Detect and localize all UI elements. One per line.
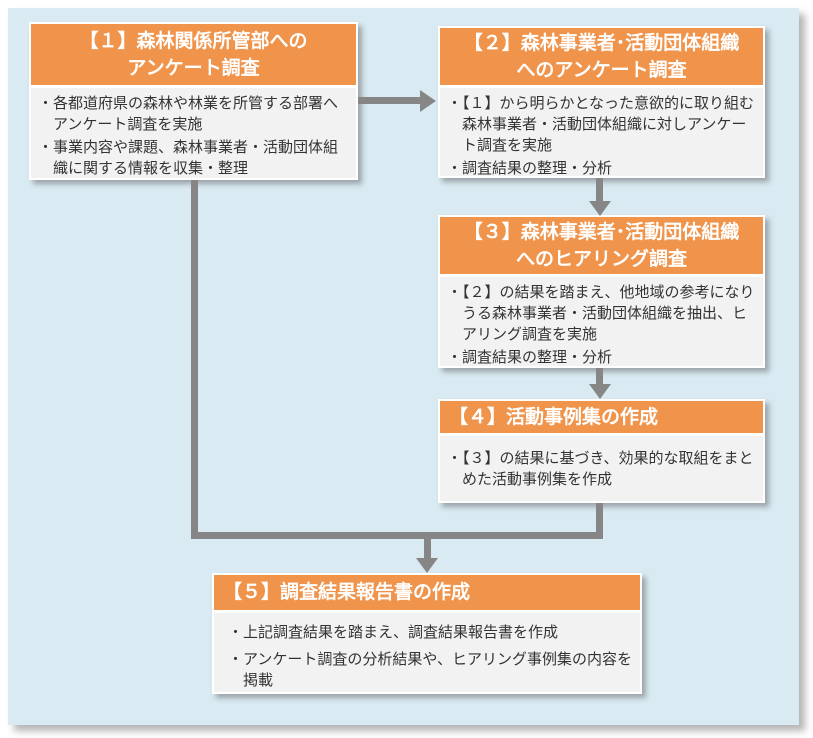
connector-merge-horizontal-line — [191, 532, 603, 539]
step-5-header: 【５】調査結果報告書の作成 — [214, 575, 640, 613]
step-2-header: 【２】森林事業者･活動団体組織 へのアンケート調査 — [440, 28, 763, 88]
step-4-title-line-1: 【４】活動事例集の作成 — [449, 406, 659, 428]
step-2-title-line-2: へのアンケート調査 — [516, 59, 687, 81]
step-3-bullet-2: ・調査結果の整理・分析 — [447, 349, 613, 366]
step-1-title-line-2: アンケート調査 — [127, 57, 260, 79]
step-4-box: 【４】活動事例集の作成 ・【３】の結果に基づき、効果的な取組をまとめた活動事例集… — [438, 399, 765, 503]
step-5-bullet-1: ・上記調査結果を踏まえ、調査結果報告書を作成 — [228, 624, 559, 641]
step-1-header: 【１】森林関係所管部への アンケート調査 — [31, 24, 356, 88]
step-4-body: ・【３】の結果に基づき、効果的な取組をまとめた活動事例集を作成 — [440, 436, 763, 501]
arrow-step3-to-step4-head-icon — [589, 384, 611, 399]
step-2-box: 【２】森林事業者･活動団体組織 へのアンケート調査 ・【１】から明らかとなった意… — [438, 26, 765, 178]
arrow-merge-to-step5-head-icon — [416, 558, 438, 573]
step-4-header: 【４】活動事例集の作成 — [440, 401, 763, 436]
arrow-step1-to-step2-head-icon — [420, 90, 436, 112]
step-5-box: 【５】調査結果報告書の作成 ・上記調査結果を踏まえ、調査結果報告書を作成 ・アン… — [212, 573, 642, 694]
arrow-step1-to-step2-shaft — [358, 97, 420, 104]
step-2-title-line-1: 【２】森林事業者･活動団体組織 — [463, 32, 740, 54]
arrow-step3-to-step4-shaft — [596, 368, 603, 385]
step-5-title-line-1: 【５】調査結果報告書の作成 — [223, 582, 471, 603]
step-2-body: ・【１】から明らかとなった意欲的に取り組む森林事業者・活動団体組織に対しアンケー… — [440, 88, 763, 185]
arrow-step2-to-step3-shaft — [596, 178, 603, 202]
step-3-header: 【３】森林事業者･活動団体組織 へのヒアリング調査 — [440, 217, 763, 277]
step-2-bullet-2: ・調査結果の整理・分析 — [447, 160, 613, 177]
connector-step4-down-line — [596, 503, 603, 539]
step-3-box: 【３】森林事業者･活動団体組織 へのヒアリング調査 ・【２】の結果を踏まえ、他地… — [438, 215, 765, 368]
step-3-title-line-1: 【３】森林事業者･活動団体組織 — [463, 221, 740, 243]
step-3-title-line-2: へのヒアリング調査 — [515, 248, 687, 270]
connector-step1-down-line — [191, 180, 198, 539]
arrow-step2-to-step3-head-icon — [589, 201, 611, 216]
step-1-box: 【１】森林関係所管部への アンケート調査 ・各都道府県の森林や林業を所管する部署… — [29, 22, 358, 180]
step-1-title-line-1: 【１】森林関係所管部への — [79, 30, 308, 52]
step-5-bullet-2: ・アンケート調査の分析結果や、ヒアリング事例集の内容を掲載 — [228, 651, 632, 689]
step-3-body: ・【２】の結果を踏まえ、他地域の参考になりうる森林事業者・活動団体組織を抽出、ヒ… — [440, 277, 763, 374]
flowchart-panel: 【１】森林関係所管部への アンケート調査 ・各都道府県の森林や林業を所管する部署… — [8, 8, 799, 725]
step-2-bullet-1: ・【１】から明らかとなった意欲的に取り組む森林事業者・活動団体組織に対しアンケー… — [447, 95, 755, 154]
step-4-bullet-1: ・【３】の結果に基づき、効果的な取組をまとめた活動事例集を作成 — [447, 450, 754, 488]
step-1-bullet-2: ・事業内容や課題、森林事業者・活動団体組織に関する情報を収集・整理 — [38, 139, 339, 177]
step-1-bullet-1: ・各都道府県の森林や林業を所管する部署へアンケート調査を実施 — [38, 95, 339, 133]
step-3-bullet-1: ・【２】の結果を踏まえ、他地域の参考になりうる森林事業者・活動団体組織を抽出、ヒ… — [447, 284, 755, 343]
step-5-body: ・上記調査結果を踏まえ、調査結果報告書を作成 ・アンケート調査の分析結果や、ヒア… — [214, 613, 640, 701]
arrow-merge-to-step5-shaft — [424, 532, 431, 559]
step-1-body: ・各都道府県の森林や林業を所管する部署へアンケート調査を実施 ・事業内容や課題、… — [31, 88, 356, 185]
